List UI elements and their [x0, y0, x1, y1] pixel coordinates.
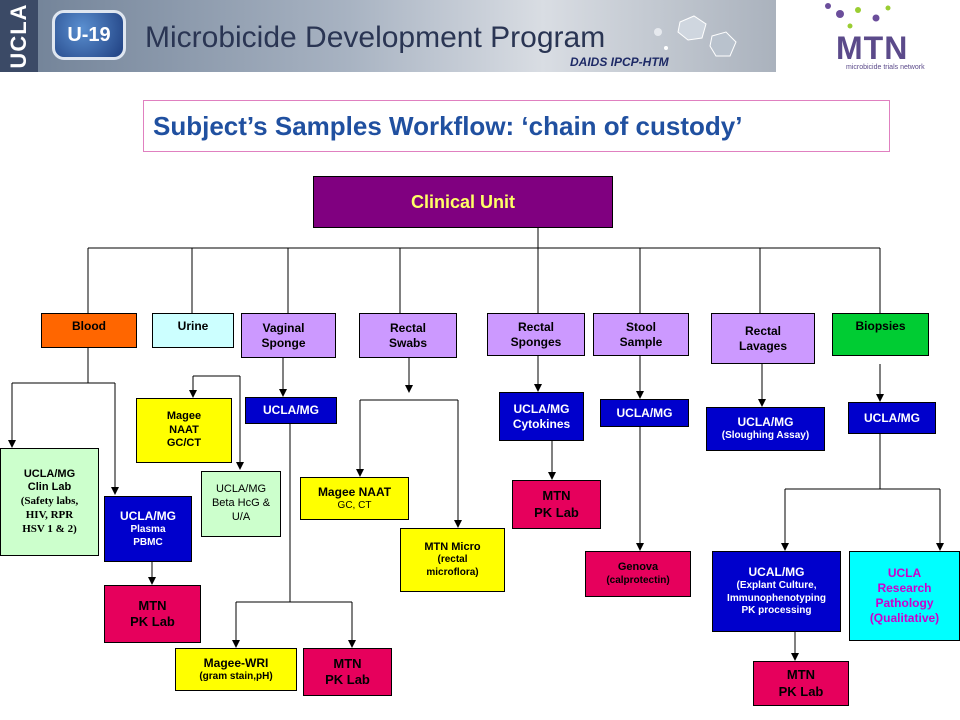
molecule-decoration-icon [654, 15, 737, 57]
ucla-cytokines-box: UCLA/MG Cytokines [499, 392, 584, 441]
pathology-line: (Qualitative) [869, 611, 940, 625]
explant-line: UCAL/MG [748, 565, 805, 580]
urine-label: Urine [177, 319, 209, 333]
cytokines-line: UCLA/MG [513, 401, 570, 416]
ucla-research-pathology-box: UCLA Research Pathology (Qualitative) [849, 551, 960, 641]
magee-naat-line: Magee [166, 409, 202, 422]
urine-box: Urine [152, 313, 234, 348]
vaginal-ucla-mg-box: UCLA/MG [245, 397, 337, 424]
program-banner [0, 0, 776, 72]
vaginal-mtn-pk-lab-box: MTN PK Lab [303, 648, 392, 696]
stool-ucla-mg-label: UCLA/MG [616, 405, 673, 420]
magee-wri-line: Magee-WRI [203, 655, 269, 670]
mtn-logo-icon [825, 3, 891, 29]
magee-naat-swab-box: Magee NAAT GC, CT [300, 477, 409, 520]
beta-hcg-line: Beta HcG & [211, 497, 271, 510]
u19-logo: U-19 [52, 10, 126, 60]
plasma-line: PBMC [133, 536, 163, 548]
cytokines-line: Cytokines [512, 416, 571, 431]
plasma-line: Plasma [130, 524, 166, 535]
stool-sample-label: Stool Sample [619, 319, 663, 349]
sloughing-line: UCLA/MG [737, 415, 794, 430]
genova-line: Genova [617, 560, 659, 573]
sloughing-line: (Sloughing Assay) [721, 430, 810, 442]
explant-line: PK processing [741, 605, 812, 617]
vaginal-ucla-mg-label: UCLA/MG [263, 403, 319, 417]
ucla-clin-lab-box: UCLA/MG Clin Lab (Safety labs, HIV, RPR … [0, 448, 99, 556]
magee-wri-line: (gram stain,pH) [199, 670, 273, 682]
sponge-mtn-pk-lab-box: MTN PK Lab [512, 480, 601, 529]
genova-line: (calprotectin) [606, 574, 670, 586]
biopsies-label: Biopsies [855, 319, 906, 333]
rectal-swabs-box: Rectal Swabs [359, 313, 457, 358]
vaginal-sponge-box: Vaginal Sponge [241, 313, 336, 358]
mtn-logo-text: MTN [836, 30, 909, 66]
genova-box: Genova (calprotectin) [585, 551, 691, 597]
rectal-sponges-box: Rectal Sponges [487, 313, 585, 356]
stool-sample-box: Stool Sample [593, 313, 689, 356]
blood-mtn-pk-lab-box: MTN PK Lab [104, 585, 201, 643]
blood-box: Blood [41, 313, 137, 348]
ucla-beta-hcg-box: UCLA/MG Beta HcG & U/A [201, 471, 281, 537]
magee-wri-box: Magee-WRI (gram stain,pH) [175, 648, 297, 691]
pk-lab-line: MTN [333, 655, 362, 671]
beta-hcg-line: UCLA/MG [215, 483, 267, 496]
magee-naat-line: NAAT [169, 423, 199, 436]
rectal-swabs-label: Rectal Swabs [388, 320, 427, 350]
mtn-micro-box: MTN Micro (rectal microflora) [400, 528, 505, 592]
biopsies-box: Biopsies [832, 313, 929, 356]
magee-naat-swab-line: Magee NAAT [317, 484, 392, 499]
biopsy-mtn-pk-lab-box: MTN PK Lab [753, 661, 849, 706]
mtn-micro-line: MTN Micro [424, 540, 481, 553]
explant-line: (Explant Culture, [736, 580, 817, 592]
pathology-line: Pathology [875, 596, 934, 610]
pk-lab-line: PK Lab [325, 672, 370, 687]
pk-lab-line: MTN [138, 597, 167, 613]
magee-naat-line: GC/CT [166, 437, 202, 450]
rectal-sponges-label: Rectal Sponges [510, 319, 562, 349]
magee-naat-urine-box: Magee NAAT GC/CT [136, 398, 232, 463]
pathology-line: UCLA [887, 566, 922, 580]
ucla-plasma-box: UCLA/MG Plasma PBMC [104, 496, 192, 562]
ucal-explant-box: UCAL/MG (Explant Culture, Immunophenotyp… [712, 551, 841, 632]
program-subtitle: DAIDS IPCP-HTM [570, 55, 669, 69]
page-title: Subject’s Samples Workflow: ‘chain of cu… [143, 100, 890, 152]
clin-lab-line: (Safety labs, [20, 495, 79, 508]
pk-lab-line: PK Lab [778, 683, 824, 699]
ucla-strip [0, 0, 38, 72]
pk-lab-line: MTN [786, 667, 816, 683]
clinical-unit-label: Clinical Unit [410, 191, 515, 212]
beta-hcg-line: U/A [231, 510, 251, 523]
clinical-unit-box: Clinical Unit [313, 176, 613, 228]
pk-lab-line: PK Lab [130, 614, 175, 629]
mtn-micro-line: (rectal [437, 554, 468, 566]
mtn-logo-tagline: microbicide trials network [846, 64, 925, 71]
vaginal-sponge-label: Vaginal Sponge [261, 320, 306, 350]
pk-lab-line: MTN [542, 488, 571, 504]
magee-naat-swab-line: GC, CT [337, 499, 372, 511]
biopsy-ucla-mg-label: UCLA/MG [864, 410, 920, 425]
clin-lab-line: UCLA/MG [23, 467, 76, 480]
rectal-lavages-label: Rectal Lavages [738, 323, 788, 353]
clin-lab-line: HSV 1 & 2) [22, 522, 77, 535]
clin-lab-line: Clin Lab [27, 481, 72, 494]
clin-lab-line: HIV, RPR [25, 508, 74, 521]
explant-line: Immunophenotyping [727, 592, 826, 604]
stool-ucla-mg-box: UCLA/MG [600, 399, 689, 427]
biopsy-ucla-mg-box: UCLA/MG [848, 402, 936, 434]
blood-label: Blood [72, 319, 106, 333]
rectal-lavages-box: Rectal Lavages [711, 313, 815, 364]
pathology-line: Research [877, 581, 932, 595]
pk-lab-line: PK Lab [534, 504, 579, 520]
mtn-micro-line: microflora) [426, 566, 479, 578]
plasma-line: UCLA/MG [120, 509, 176, 523]
program-title: Microbicide Development Program [145, 21, 606, 54]
ucla-sloughing-box: UCLA/MG (Sloughing Assay) [706, 407, 825, 451]
